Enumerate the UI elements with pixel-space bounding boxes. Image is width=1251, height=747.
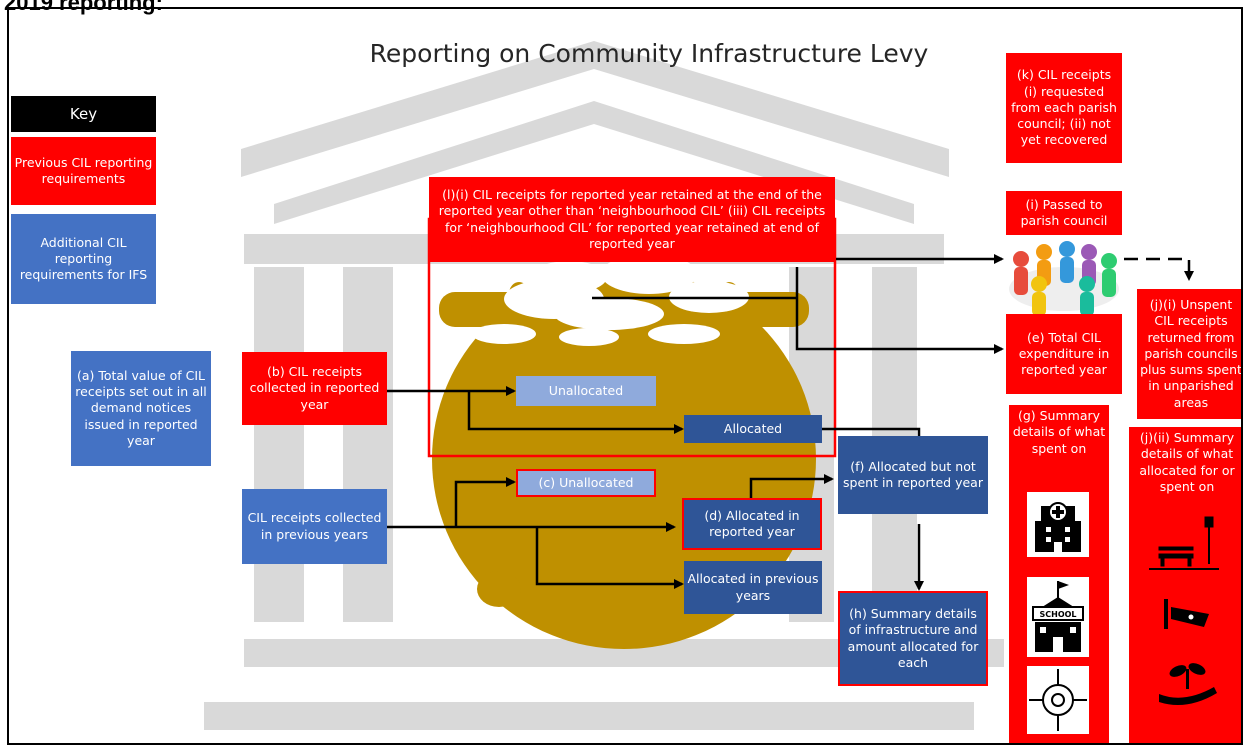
school-sign-text: SCHOOL (1039, 610, 1076, 619)
box-allocated-previous: Allocated in previous years (684, 561, 822, 614)
cctv-icon (1164, 599, 1209, 629)
icon-overlay: SCHOOL (1027, 492, 1219, 734)
box-d-allocated: (d) Allocated in reported year (682, 498, 822, 550)
box-e-total-expenditure: (e) Total CIL expenditure in reported ye… (1006, 314, 1122, 394)
key-previous: Previous CIL reporting requirements (11, 137, 156, 205)
box-allocated: Allocated (684, 415, 822, 443)
bench-icon (1149, 516, 1219, 570)
box-h-summary-infrastructure: (h) Summary details of infrastructure an… (838, 591, 988, 686)
box-k-requested: (k) CIL receipts (i) requested from each… (1006, 53, 1122, 163)
diagram-frame: Reporting on Community Infrastructure Le… (7, 7, 1243, 745)
box-f-allocated-not-spent: (f) Allocated but not spent in reported … (838, 436, 988, 514)
box-c-unallocated: (c) Unallocated (516, 469, 656, 497)
box-j-ii-summary: (j)(ii) Summary details of what allocate… (1129, 427, 1241, 743)
box-j-i-unspent: (j)(i) Unspent CIL receipts returned fro… (1137, 289, 1241, 419)
roof-outer (241, 41, 949, 177)
key-title: Key (11, 96, 156, 132)
box-previous-years: CIL receipts collected in previous years (242, 489, 387, 564)
base-step-2 (204, 702, 974, 730)
roundabout-icon (1027, 666, 1089, 734)
box-j-ii-label: (j)(ii) Summary details of what allocate… (1139, 430, 1235, 494)
connectors (387, 254, 1194, 591)
hospital-icon (1027, 492, 1089, 557)
diagram-title: Reporting on Community Infrastructure Le… (369, 39, 929, 68)
box-g-label: (g) Summary details of what spent on (1012, 408, 1106, 456)
box-b-receipts-collected: (b) CIL receipts collected in reported y… (242, 352, 387, 425)
box-unallocated: Unallocated (516, 376, 656, 406)
key-additional: Additional CIL reporting requirements fo… (11, 214, 156, 304)
box-i-passed-parish: (i) Passed to parish council (1006, 191, 1122, 235)
people-circle-icon (1009, 241, 1119, 316)
box-l-retained: (l)(i) CIL receipts for reported year re… (429, 177, 835, 262)
plant-hand-icon (1159, 663, 1217, 705)
box-a-total-value: (a) Total value of CIL receipts set out … (71, 351, 211, 466)
school-icon: SCHOOL (1027, 577, 1089, 657)
